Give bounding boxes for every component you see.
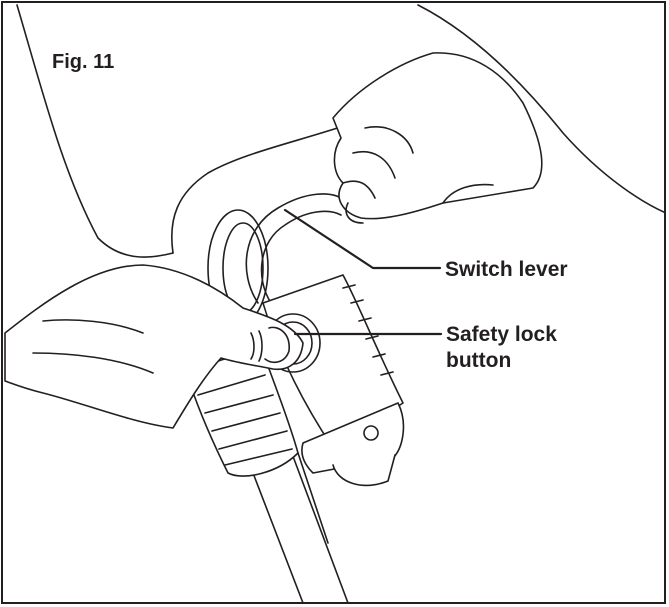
- grip-ribs: [197, 374, 293, 466]
- collar-bottom: [332, 454, 396, 487]
- sleeve-outline-right: [417, 4, 664, 213]
- left-thumb-nail: [264, 326, 290, 364]
- safety-lock-label: Safety lock button: [446, 322, 557, 374]
- arm-outline-left: [16, 4, 174, 258]
- left-thumb-creases: [250, 330, 263, 362]
- arm-outline-upper: [171, 122, 354, 254]
- illustration: [4, 4, 664, 602]
- tube-inner-edge: [297, 452, 329, 544]
- tube-left-edge: [252, 472, 304, 602]
- right-hand-fingers: [342, 126, 494, 204]
- tube-right-edge: [287, 442, 349, 602]
- figure-title: Fig. 11: [52, 51, 115, 73]
- collar-screw: [363, 425, 379, 441]
- left-finger-lines: [32, 319, 154, 374]
- switch-lever-leader: [283, 208, 442, 270]
- left-hand: [4, 264, 304, 429]
- housing-right-face-ridges: [342, 284, 394, 376]
- right-hand-thumb: [345, 202, 364, 224]
- safety-lock-label-line1: Safety lock: [446, 323, 557, 346]
- right-hand: [332, 52, 543, 220]
- switch-lever: [245, 193, 349, 304]
- safety-lock-label-line2: button: [446, 349, 512, 372]
- switch-lever-label: Switch lever: [445, 258, 568, 281]
